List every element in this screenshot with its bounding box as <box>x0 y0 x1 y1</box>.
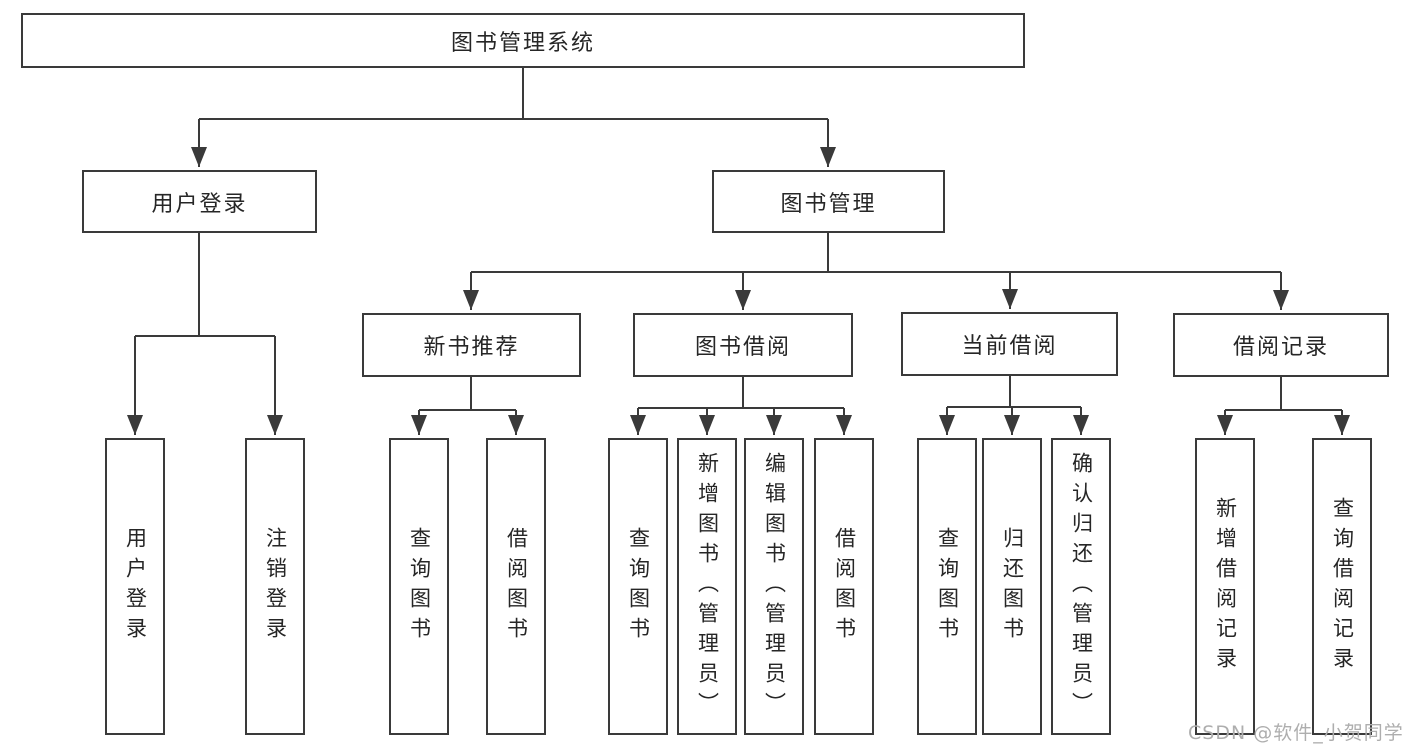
connector-rec-stem <box>419 377 516 411</box>
leaf-add-books-admin: 新增图书（管理员） <box>677 438 737 735</box>
leaf-confirm-return-admin: 确认归还（管理员） <box>1051 438 1111 735</box>
leaf-query-books-current: 查询图书 <box>917 438 977 735</box>
csdn-watermark: CSDN @软件_小贺同学 <box>1188 722 1404 744</box>
node-library-system: 图书管理系统 <box>21 13 1025 68</box>
connector-current-stem <box>947 376 1081 408</box>
node-new-book-recommend: 新书推荐 <box>362 313 581 377</box>
leaf-user-login: 用户登录 <box>105 438 165 735</box>
connector-borrow-stem <box>638 377 844 409</box>
node-book-borrow: 图书借阅 <box>633 313 853 377</box>
connector-history-stem <box>1225 377 1342 411</box>
node-book-management: 图书管理 <box>712 170 945 233</box>
leaf-query-books-recommend: 查询图书 <box>389 438 449 735</box>
leaf-edit-books-admin: 编辑图书（管理员） <box>744 438 804 735</box>
leaf-borrow-books-recommend: 借阅图书 <box>486 438 546 735</box>
connector-root-stem <box>199 68 828 120</box>
connector-mgmt-stem <box>471 233 1281 273</box>
leaf-query-borrow-record: 查询借阅记录 <box>1312 438 1372 735</box>
leaf-return-books: 归还图书 <box>982 438 1042 735</box>
leaf-borrow-books: 借阅图书 <box>814 438 874 735</box>
node-borrow-records: 借阅记录 <box>1173 313 1389 377</box>
connector-login-stem <box>135 233 275 337</box>
leaf-query-books-borrow: 查询图书 <box>608 438 668 735</box>
node-user-login: 用户登录 <box>82 170 317 233</box>
leaf-logout: 注销登录 <box>245 438 305 735</box>
leaf-add-borrow-record: 新增借阅记录 <box>1195 438 1255 735</box>
node-current-borrow: 当前借阅 <box>901 312 1118 376</box>
